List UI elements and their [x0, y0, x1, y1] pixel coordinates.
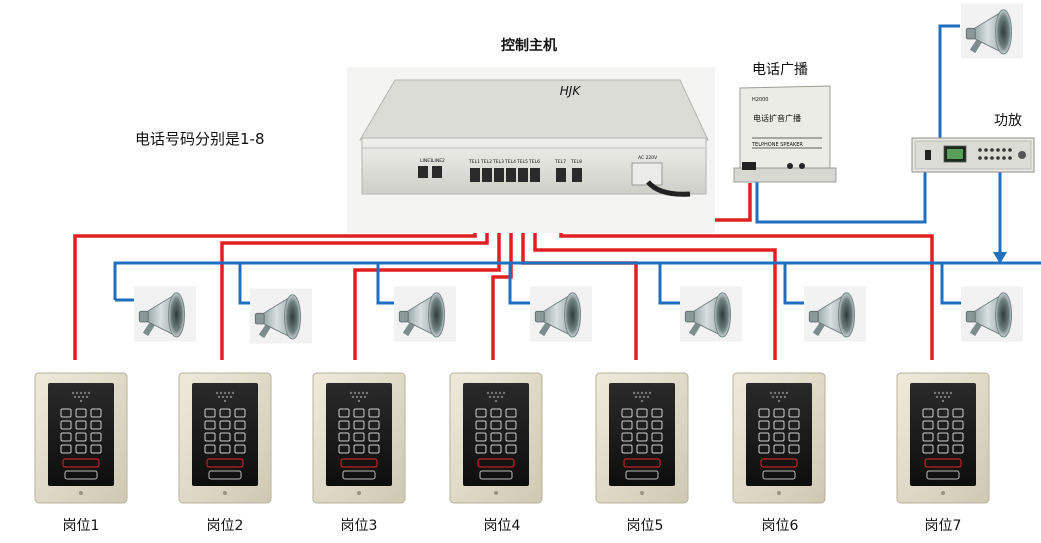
control-host: HJK LINE1 LINE2 TEL1 TEL2 TEL3 TEL4 TEL5…	[347, 67, 715, 233]
host-power-label: AC 220V	[638, 155, 658, 161]
station-label-5: 岗位5	[627, 518, 664, 534]
telephone-broadcast-device: H2000 电话扩音广播 TELPHONE SPEAKER	[733, 85, 837, 183]
horn-speaker-icon	[803, 285, 867, 343]
horn-speaker-icon	[960, 285, 1024, 343]
horn-speaker-icon	[133, 285, 197, 343]
wall-phone-icon	[178, 372, 272, 504]
wall-phone-icon	[312, 372, 406, 504]
audio-amp-to-top-speaker	[938, 24, 960, 140]
wall-phone-icon	[34, 372, 128, 504]
wall-phone-icon	[595, 372, 689, 504]
phone-number-note: 电话号码分别是1-8	[135, 130, 265, 148]
audio-broadcast-to-amp	[755, 170, 927, 224]
station-label-6: 岗位6	[762, 518, 799, 534]
tel-port-label-2: TEL2	[480, 159, 492, 165]
wall-phone-icon	[896, 372, 990, 504]
audio-lines	[113, 24, 1041, 305]
station-labels: 岗位1 岗位2 岗位3 岗位4 岗位5 岗位6 岗位7	[63, 518, 962, 534]
tel-port-label-8: TEL8	[570, 159, 582, 165]
broadcast-model: H2000	[752, 97, 768, 103]
broadcast-title-cn: 电话扩音广播	[753, 113, 801, 123]
amp-label: 功放	[994, 113, 1022, 129]
horn-speaker-icon	[960, 2, 1024, 60]
tel-port-label-4: TEL4	[504, 159, 516, 165]
broadcast-title-en: TELPHONE SPEAKER	[751, 142, 803, 148]
arrow-down-icon	[993, 252, 1007, 264]
wall-phone-icon	[732, 372, 826, 504]
host-line-label-1: LINE1	[420, 158, 433, 164]
broadcast-label: 电话广播	[752, 62, 808, 78]
tel-port-label-5: TEL5	[516, 159, 528, 165]
tel-port-label-3: TEL3	[492, 159, 504, 165]
tel-ports	[470, 168, 582, 182]
tel-port-label-1: TEL1	[468, 159, 480, 165]
horn-speaker-icon	[679, 285, 743, 343]
host-line-label-2: LINE2	[432, 158, 445, 164]
tel-port-label-7: TEL7	[554, 159, 566, 165]
station-label-4: 岗位4	[484, 518, 521, 534]
station-label-3: 岗位3	[341, 518, 378, 534]
wall-phone-icon	[449, 372, 543, 504]
station-label-2: 岗位2	[207, 518, 244, 534]
horn-speaker-icon	[249, 287, 313, 345]
power-amplifier	[911, 137, 1035, 173]
audio-bus	[113, 261, 1041, 300]
host-title: 控制主机	[501, 37, 557, 54]
station-label-1: 岗位1	[63, 518, 100, 534]
host-brand: HJK	[560, 84, 582, 98]
horn-speaker-icon	[393, 285, 457, 343]
horn-speaker-icon	[529, 285, 593, 343]
station-label-7: 岗位7	[925, 518, 962, 534]
tel-port-label-6: TEL6	[528, 159, 540, 165]
wall-phones	[34, 372, 990, 504]
